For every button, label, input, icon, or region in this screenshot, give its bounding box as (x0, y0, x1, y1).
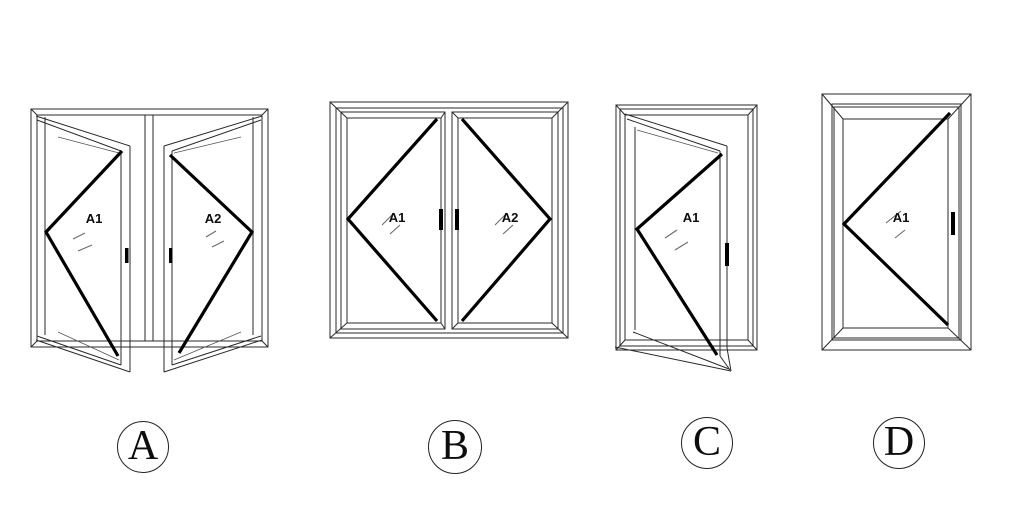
left-sash-outline (35, 115, 131, 373)
drawing-d-single-casement-closed: A1 (810, 90, 980, 360)
window-d-svg: A1 (821, 93, 972, 351)
sash-outline (614, 113, 732, 372)
right-sash-outline (163, 115, 263, 373)
window-b-svg: A1 A2 (329, 101, 569, 339)
glass-hatch-marks (72, 230, 225, 252)
handle-icon (125, 248, 173, 263)
opening-direction-lines (634, 152, 724, 356)
drawing-a-double-casement-open: A1 A2 (20, 95, 280, 385)
frame-outline (30, 108, 269, 348)
option-letter-c: C (692, 419, 721, 465)
handle-icon (439, 209, 459, 230)
frame-outline (329, 101, 569, 339)
opening-direction-lines (841, 111, 952, 327)
pane-label-a1: A1 (893, 210, 910, 225)
window-a-svg: A1 A2 (30, 108, 269, 373)
pane-label-a1: A1 (389, 210, 406, 225)
pane-label-a1: A1 (86, 211, 103, 226)
glass-hatch-marks (664, 229, 689, 251)
pane-label-a2: A2 (205, 211, 222, 226)
opening-direction-lines (44, 149, 255, 357)
option-badge-c: C (681, 417, 733, 469)
handle-icon (951, 212, 955, 235)
glass-hatch-marks (885, 210, 906, 239)
glass-hatch-marks (381, 212, 514, 235)
opening-direction-lines (345, 117, 553, 323)
option-badge-d: D (873, 417, 925, 469)
option-badge-b: B (428, 420, 482, 474)
window-c-svg: A1 (614, 104, 758, 372)
pane-label-a2: A2 (502, 210, 519, 225)
drawing-c-single-casement-open: A1 (600, 90, 770, 380)
drawing-b-double-casement-closed: A1 A2 (320, 95, 580, 345)
handle-icon (725, 243, 729, 266)
option-letter-a: A (127, 423, 159, 469)
option-badge-a: A (117, 421, 169, 473)
frame-outline (615, 104, 758, 351)
pane-label-a1: A1 (683, 210, 700, 225)
option-letter-d: D (883, 419, 915, 465)
option-letter-b: B (440, 423, 469, 469)
